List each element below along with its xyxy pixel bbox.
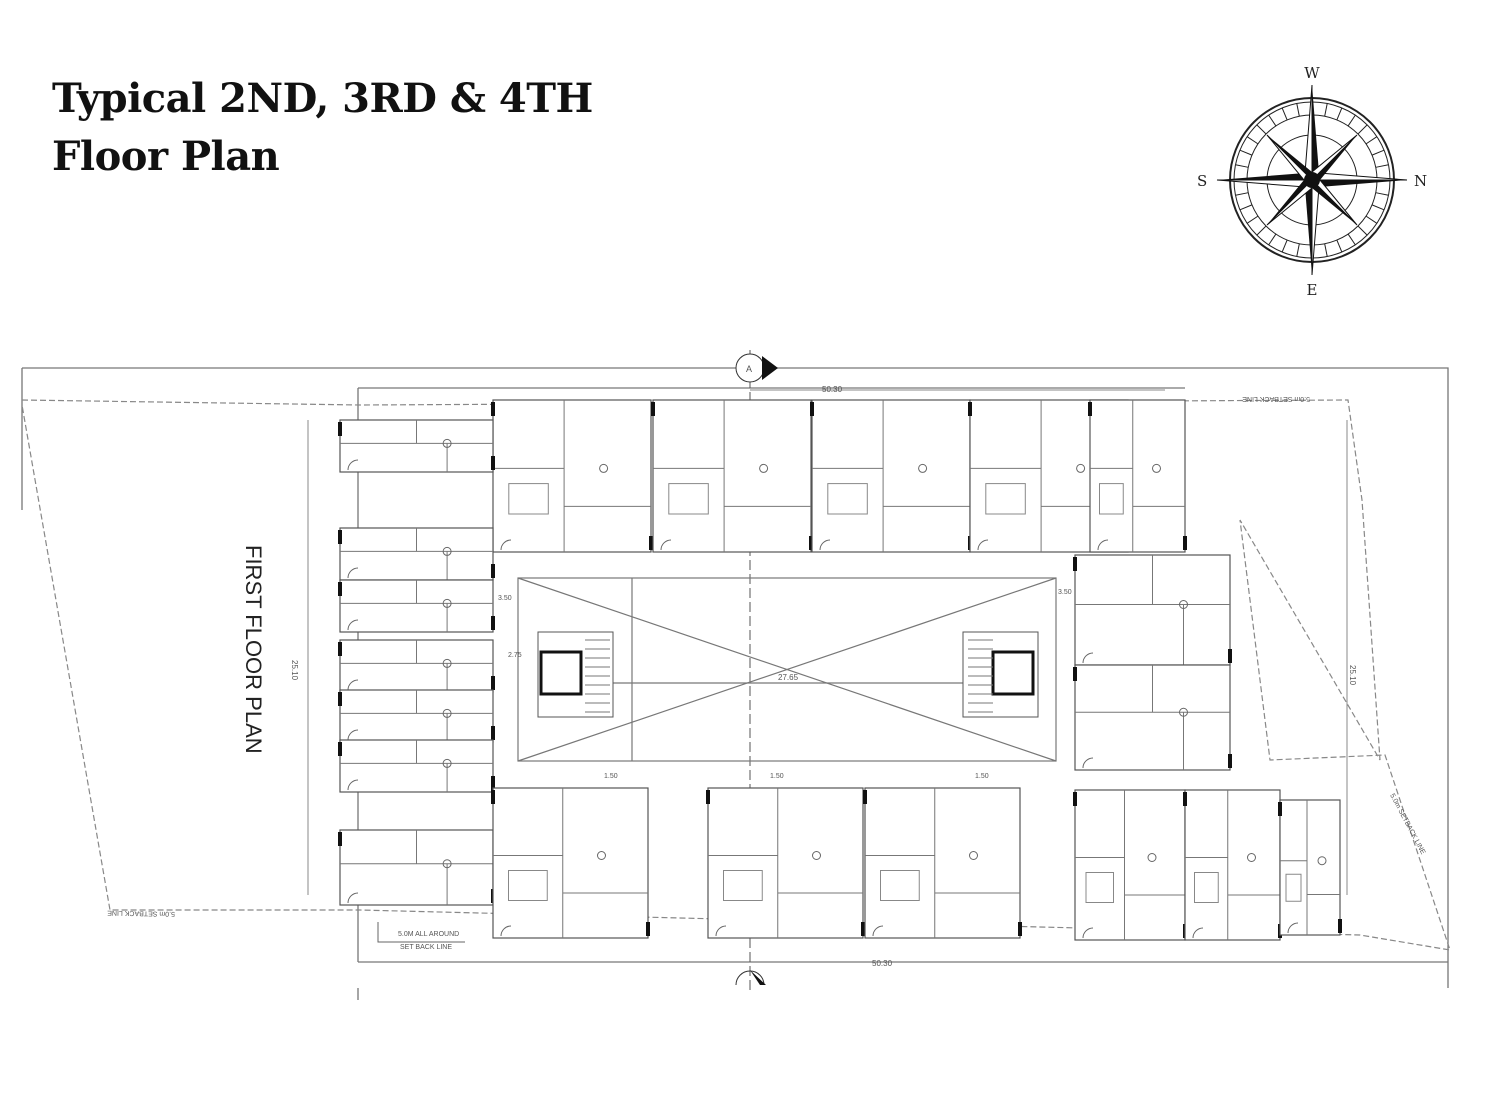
apartment-unit bbox=[338, 829, 495, 906]
apartment-unit bbox=[338, 689, 495, 743]
compass-label-left: S bbox=[1197, 172, 1207, 190]
compass-label-top: W bbox=[1304, 64, 1320, 82]
compass-label-bottom: E bbox=[1307, 281, 1318, 299]
plan-title: Typical 2ND, 3RD & 4TH Floor Plan bbox=[52, 70, 593, 186]
setback-label-top: 5.0m SETBACK LINE bbox=[1242, 395, 1310, 402]
apartment-unit bbox=[491, 787, 650, 939]
apartment-unit bbox=[1183, 789, 1282, 941]
staircase-right bbox=[962, 631, 1039, 718]
apartment-unit bbox=[1073, 664, 1232, 771]
courtyard-dimension: 27.65 bbox=[778, 673, 799, 682]
right-dimension: 25.10 bbox=[1348, 665, 1357, 686]
apartment-unit bbox=[1073, 554, 1232, 666]
title-line-1: Typical 2ND, 3RD & 4TH bbox=[52, 75, 593, 122]
apartment-unit bbox=[863, 787, 1022, 939]
dim-1-50-b: 1.50 bbox=[770, 773, 784, 780]
apartment-unit bbox=[491, 399, 653, 553]
staircase-left bbox=[537, 631, 614, 718]
apartment-unit bbox=[338, 639, 495, 693]
apartment-unit bbox=[338, 527, 495, 581]
apartment-unit bbox=[1073, 789, 1187, 941]
dim-3-50-right: 3.50 bbox=[1058, 589, 1072, 596]
dim-2-75: 2.75 bbox=[508, 652, 522, 659]
apartment-units bbox=[338, 399, 1342, 941]
setback-lines bbox=[21, 399, 1451, 951]
bottom-dimension: 50.30 bbox=[872, 959, 893, 968]
section-marker-bottom bbox=[735, 970, 765, 986]
dim-1-50-a: 1.50 bbox=[604, 773, 618, 780]
section-label: A bbox=[746, 364, 752, 374]
setback-note-2: SET BACK LINE bbox=[400, 944, 452, 951]
setback-note-1: 5.0M ALL AROUND bbox=[398, 931, 459, 938]
setback-label-bottom: 5.0m SETBACK LINE bbox=[107, 909, 175, 917]
first-floor-plan-label: FIRST FLOOR PLAN bbox=[241, 545, 266, 754]
setback-label-right: 5.0m SETBACK LINE bbox=[1388, 793, 1426, 856]
apartment-unit bbox=[810, 399, 972, 553]
apartment-unit bbox=[1088, 399, 1187, 553]
dim-1-50-c: 1.50 bbox=[975, 773, 989, 780]
apartment-unit bbox=[338, 579, 495, 633]
left-dimension: 25.10 bbox=[290, 660, 299, 681]
apartment-unit bbox=[651, 399, 813, 553]
central-courtyard bbox=[517, 577, 1057, 762]
dim-3-50-left: 3.50 bbox=[498, 595, 512, 602]
title-line-2: Floor Plan bbox=[52, 133, 280, 180]
compass-rose-icon: W N E S bbox=[1197, 64, 1427, 299]
setback-note: 5.0M ALL AROUND SET BACK LINE bbox=[377, 922, 465, 951]
apartment-unit bbox=[338, 419, 495, 473]
top-dimension: 50.30 bbox=[822, 385, 843, 394]
compass-label-right: N bbox=[1414, 172, 1427, 190]
apartment-unit bbox=[338, 739, 495, 793]
apartment-unit bbox=[1278, 799, 1342, 936]
apartment-unit bbox=[706, 787, 865, 939]
